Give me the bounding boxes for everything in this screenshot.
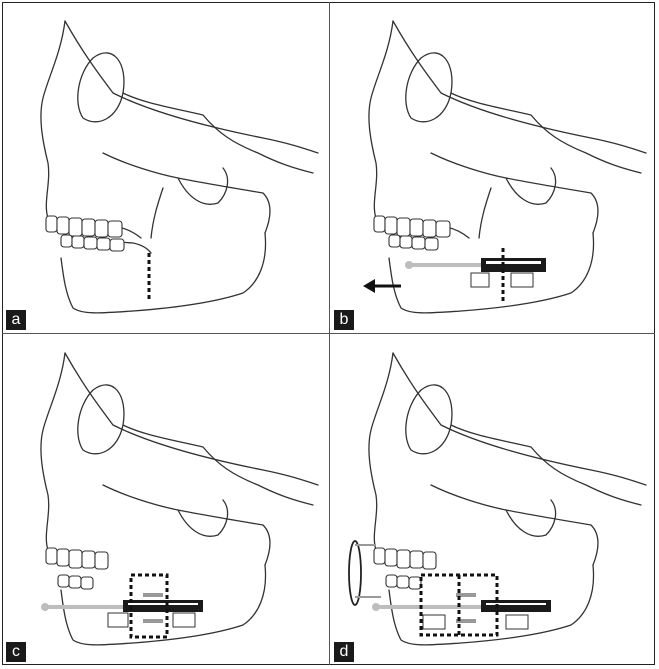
panel-label-c: c (6, 642, 26, 662)
panel-label-b: b (334, 310, 354, 330)
distraction-device (372, 593, 551, 629)
panel-a: a (3, 3, 328, 333)
panel-label-a: a (6, 310, 26, 330)
panel-b: b (331, 3, 656, 333)
arrow-left-icon (363, 279, 401, 293)
panel-d: d (331, 335, 656, 665)
vertical-divider (329, 2, 330, 665)
skull-drawing (3, 335, 328, 665)
panel-label-d: d (334, 642, 354, 662)
skull-drawing (331, 335, 656, 665)
skull-drawing (331, 3, 656, 333)
skull-drawing (3, 3, 328, 333)
panel-c: c (3, 335, 328, 665)
distraction-device (405, 258, 546, 287)
distraction-device (41, 593, 203, 627)
